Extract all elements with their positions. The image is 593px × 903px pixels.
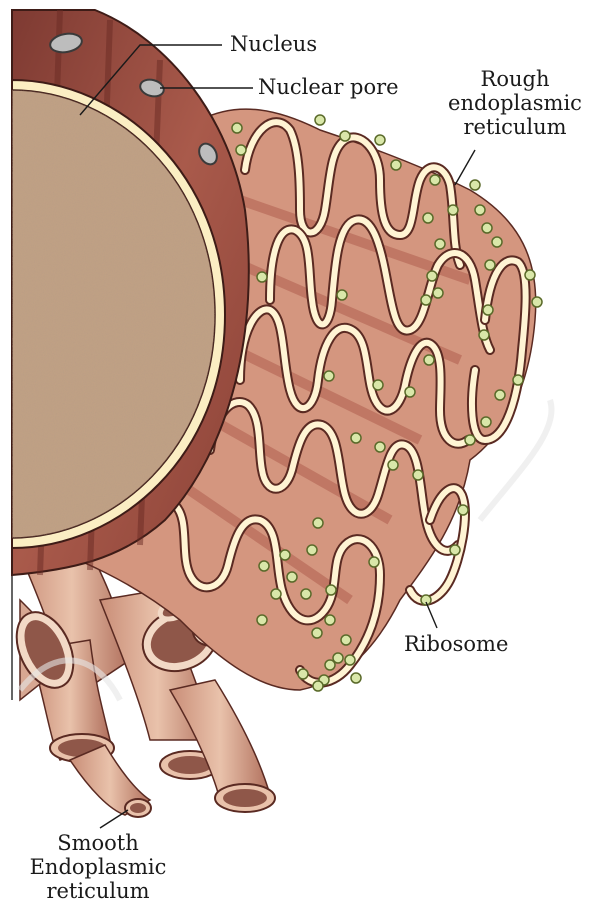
- rough-er-pointer: [455, 150, 475, 185]
- label-smooth-er-line-1: Smooth: [8, 831, 188, 855]
- label-nucleus: Nucleus: [230, 32, 317, 56]
- label-smooth-er-line-3: reticulum: [8, 879, 188, 903]
- label-rough-er-line-1: Rough: [440, 67, 590, 91]
- label-rough-er-line-2: endoplasmic: [440, 91, 590, 115]
- smooth-er-pointer: [100, 810, 128, 828]
- label-smooth-er: Smooth Endoplasmic reticulum: [8, 831, 188, 903]
- label-ribosome: Ribosome: [404, 632, 508, 656]
- label-rough-er: Rough endoplasmic reticulum: [440, 67, 590, 139]
- label-rough-er-line-3: reticulum: [440, 115, 590, 139]
- label-nuclear-pore: Nuclear pore: [258, 75, 399, 99]
- ribosome-pointer: [426, 602, 437, 628]
- label-smooth-er-line-2: Endoplasmic: [8, 855, 188, 879]
